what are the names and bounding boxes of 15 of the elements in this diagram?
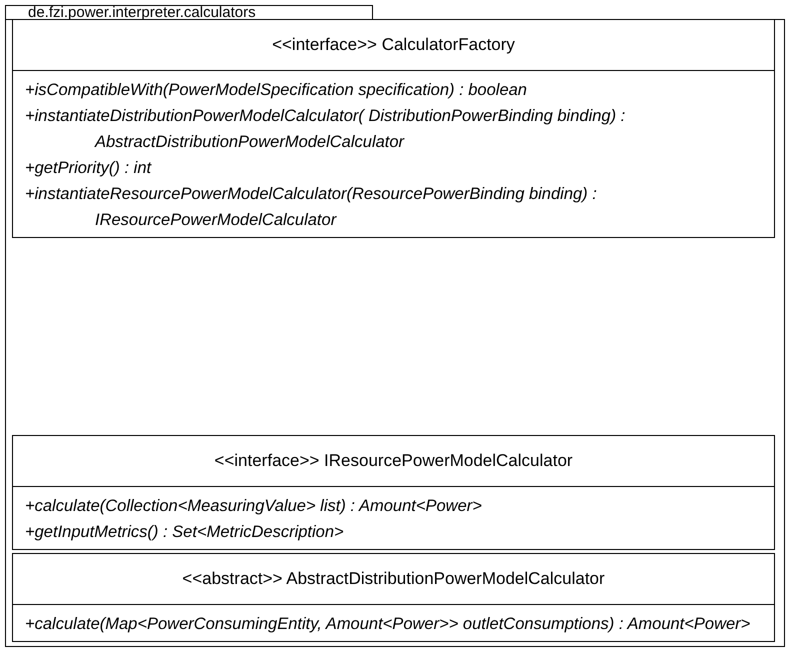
class-name: <<interface>> IResourcePowerModelCalculator bbox=[214, 451, 573, 471]
method-signature: +instantiateResourcePowerModelCalculator(ResourcePowerBinding binding) : IResourcePowerModelCalculator bbox=[25, 184, 598, 231]
class-name: <<interface>> CalculatorFactory bbox=[272, 35, 515, 55]
class-box bbox=[12, 435, 775, 550]
method-signature: +calculate(Map<PowerConsumingEntity, Amount<Power>> outletConsumptions) : Amount<Power> bbox=[25, 614, 752, 635]
class-name: <<abstract>> AbstractDistributionPowerModelCalculator bbox=[182, 569, 605, 589]
method-signature: +isCompatibleWith(PowerModelSpecification specification) : boolean bbox=[25, 80, 528, 101]
class-box bbox=[12, 553, 775, 642]
method-signature: +getPriority() : int bbox=[25, 158, 152, 179]
method-signature: +calculate(Collection<MeasuringValue> list) : Amount<Power> bbox=[25, 496, 483, 517]
package-name: de.fzi.power.interpreter.calculators bbox=[5, 5, 373, 19]
package-frame bbox=[5, 5, 785, 647]
method-signature: +instantiateDistributionPowerModelCalculator( DistributionPowerBinding binding) : AbstractDistributionPowerModelCalculator bbox=[25, 106, 626, 153]
class-box bbox=[12, 19, 775, 238]
method-signature: +getInputMetrics() : Set<MetricDescription> bbox=[25, 522, 345, 543]
